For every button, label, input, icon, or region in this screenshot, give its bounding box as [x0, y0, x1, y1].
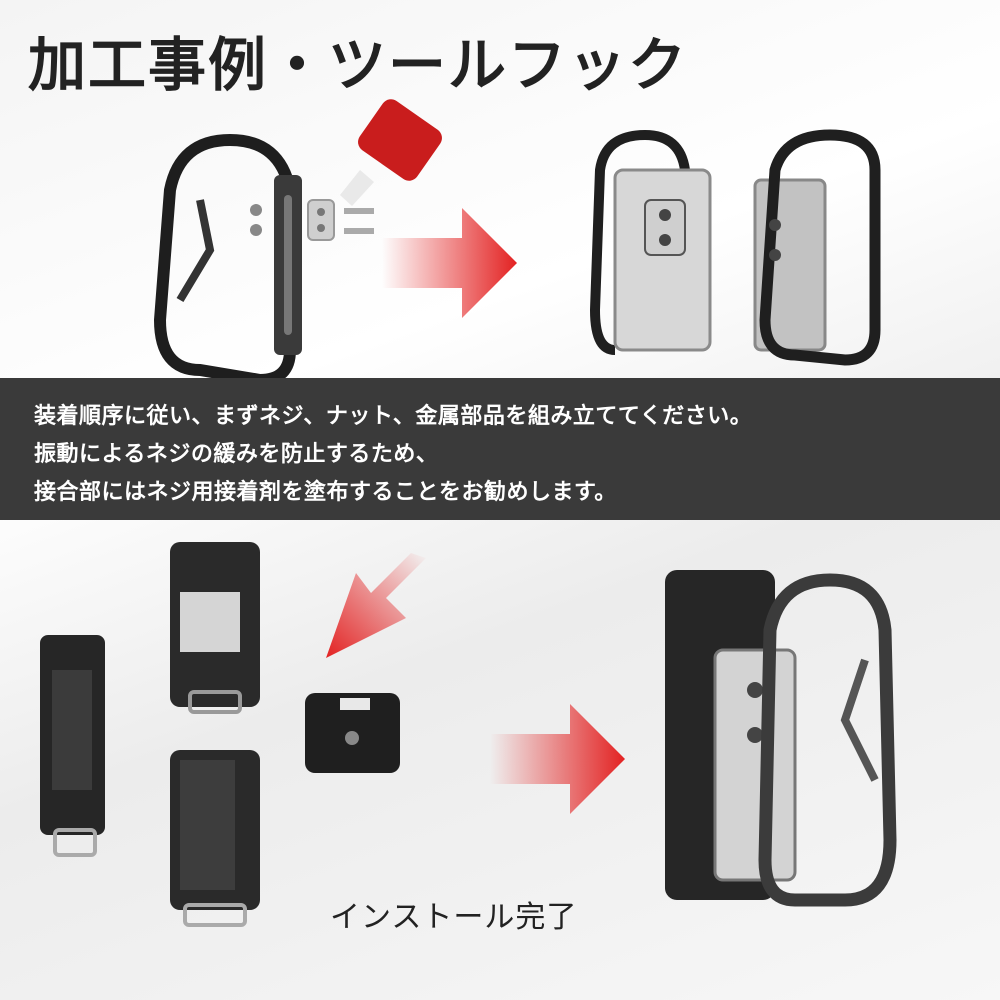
- assembled-hook-back: [753, 129, 881, 366]
- arrow-down-left-icon: [326, 553, 426, 658]
- instruction-banner: 装着順序に従い、まずネジ、ナット、金属部品を組み立ててください。 振動によるネジ…: [0, 378, 1000, 520]
- instruction-line-3: 接合部にはネジ用接着剤を塗布することをお勧めします。: [34, 480, 617, 505]
- arrow-right-icon: [382, 208, 517, 318]
- instruction-line-2: 振動によるネジの緩みを防止するため、: [34, 442, 439, 467]
- holder-part-top: [170, 542, 260, 714]
- installed-holder: [665, 570, 897, 907]
- holder-side-view: [40, 635, 105, 857]
- top-assembly-stage: [0, 99, 1000, 387]
- bottom-assembly-stage: [0, 520, 1000, 1000]
- metal-plate: [274, 175, 302, 355]
- carabiner-hook: [153, 133, 296, 387]
- arrow-right-icon: [490, 704, 625, 814]
- mount-block: [305, 693, 400, 773]
- page-title: 加工事例・ツールフック: [28, 31, 689, 99]
- holder-part-bottom: [170, 750, 260, 927]
- nut-block: [307, 199, 335, 241]
- thread-locker-bottle: [340, 99, 442, 206]
- bolts: [344, 208, 374, 234]
- instruction-line-1: 装着順序に従い、まずネジ、ナット、金属部品を組み立ててください。: [34, 404, 753, 429]
- completion-caption: インストール完了: [330, 900, 578, 935]
- assembled-hook-front: [589, 129, 712, 355]
- small-screws: [250, 204, 262, 236]
